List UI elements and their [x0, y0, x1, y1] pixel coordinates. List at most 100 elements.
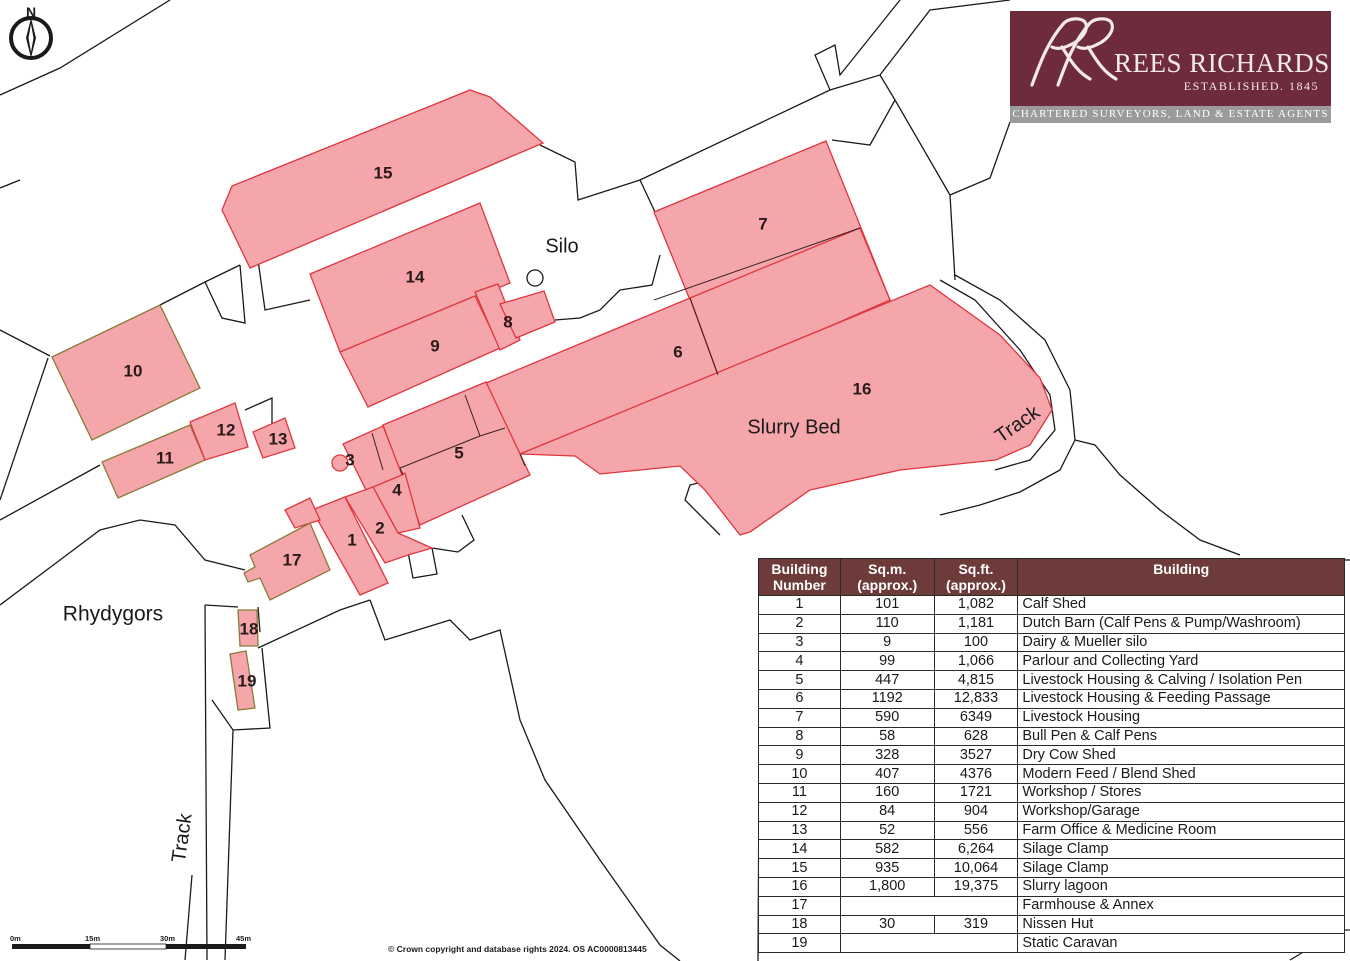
cell-name: Nissen Hut	[1017, 914, 1345, 935]
cell-sqft: 4376	[933, 764, 1019, 784]
label-18: 18	[240, 619, 259, 638]
cell-sqm: 447	[839, 670, 935, 690]
building-19	[229, 650, 256, 711]
cell-sqft: 1,181	[933, 613, 1019, 634]
building-18	[237, 609, 259, 647]
logo-brand-name: REES RICHARDS	[1114, 48, 1330, 78]
cell-sqft: 12,833	[933, 688, 1019, 709]
building-11	[101, 424, 206, 499]
building-13	[252, 417, 296, 459]
cell-sqft: 6349	[933, 707, 1019, 728]
cell-sqm: 328	[839, 745, 935, 766]
label-19: 19	[238, 671, 257, 690]
cell-no: 19	[758, 933, 841, 954]
track-south-label: Track	[168, 811, 197, 864]
rhydygors-label: Rhydygors	[63, 603, 163, 626]
cell-no: 1	[758, 595, 841, 615]
label-13: 13	[269, 429, 288, 448]
cell-name: Dry Cow Shed	[1017, 745, 1345, 766]
cell-name: Modern Feed / Blend Shed	[1017, 764, 1345, 784]
cell-sqft: 319	[933, 914, 1019, 935]
building-1	[311, 496, 389, 596]
cell-name: Dutch Barn (Calf Pens & Pump/Washroom)	[1017, 613, 1345, 634]
scale-tick-0: 0m	[10, 934, 21, 943]
cell-sqm: 30	[839, 914, 935, 935]
cell-no: 13	[758, 820, 841, 841]
label-8: 8	[503, 312, 512, 331]
table-row: 19 Static Caravan	[758, 933, 1345, 954]
cell-no: 5	[758, 670, 841, 690]
label-4: 4	[392, 480, 402, 499]
cell-no: 12	[758, 801, 841, 822]
label-17: 17	[283, 550, 302, 569]
cell-no: 11	[758, 782, 841, 803]
cell-name: Dairy & Mueller silo	[1017, 632, 1345, 653]
cell-no: 10	[758, 764, 841, 784]
label-9: 9	[430, 336, 439, 355]
label-2: 2	[375, 518, 384, 537]
cell-sqm: 110	[839, 613, 935, 634]
cell-name: Parlour and Collecting Yard	[1017, 651, 1345, 672]
cell-no: 15	[758, 858, 841, 878]
cell-sqm: 582	[839, 839, 935, 860]
header-sqm: Sq.m. (approx.)	[839, 558, 935, 596]
cell-sqft: 904	[933, 801, 1019, 822]
building-3-silo	[331, 454, 349, 472]
logo-monogram-text: RR	[1067, 92, 1069, 94]
cell-name: Static Caravan	[1017, 933, 1345, 954]
scale-bar: 0m 15m 30m 45m	[10, 934, 251, 950]
label-12: 12	[217, 420, 236, 439]
cell-sqm: 160	[839, 782, 935, 803]
header-sqft: Sq.ft. (approx.)	[933, 558, 1019, 596]
label-14: 14	[406, 267, 425, 286]
cell-sqm: 99	[839, 651, 935, 672]
building-12	[189, 402, 249, 461]
building-8-b	[499, 290, 556, 339]
logo-established: ESTABLISHED. 1845	[1183, 79, 1319, 93]
cell-name: Farm Office & Medicine Room	[1017, 820, 1345, 841]
building-10	[51, 304, 201, 441]
cell-sqm	[839, 933, 1019, 954]
building-schedule-table: Building Number Sq.m. (approx.) Sq.ft. (…	[758, 558, 1345, 954]
building-17	[243, 522, 331, 601]
cell-no: 18	[758, 914, 841, 935]
cell-no: 6	[758, 688, 841, 709]
cell-sqm: 1,800	[839, 876, 935, 897]
cell-name: Livestock Housing	[1017, 707, 1345, 728]
label-11: 11	[156, 448, 174, 467]
building-3	[342, 425, 403, 491]
cell-name: Silage Clamp	[1017, 858, 1345, 878]
cell-sqm: 1192	[839, 688, 935, 709]
cell-sqft: 100	[933, 632, 1019, 653]
cell-sqft: 628	[933, 726, 1019, 747]
logo-tagline: CHARTERED SURVEYORS, LAND & ESTATE AGENT…	[1010, 106, 1331, 123]
slurry-bed-label: Slurry Bed	[747, 416, 840, 438]
label-1: 1	[347, 530, 356, 549]
cell-name: Silage Clamp	[1017, 839, 1345, 860]
cell-sqft: 19,375	[933, 876, 1019, 897]
building-labels: 15 14 9 8 7 6 16 5 4 3 2 1 17 10 11 12 1…	[124, 163, 872, 690]
cell-name: Calf Shed	[1017, 595, 1345, 615]
cell-name: Livestock Housing & Calving / Isolation …	[1017, 670, 1345, 690]
building-15	[221, 89, 545, 269]
cell-sqm: 407	[839, 764, 935, 784]
cell-name: Farmhouse & Annex	[1017, 895, 1345, 916]
cell-sqft: 1,082	[933, 595, 1019, 615]
rees-richards-logo: RR REES RICHARDS ESTABLISHED. 1845 CHART…	[1010, 11, 1331, 123]
cell-sqft: 1721	[933, 782, 1019, 803]
